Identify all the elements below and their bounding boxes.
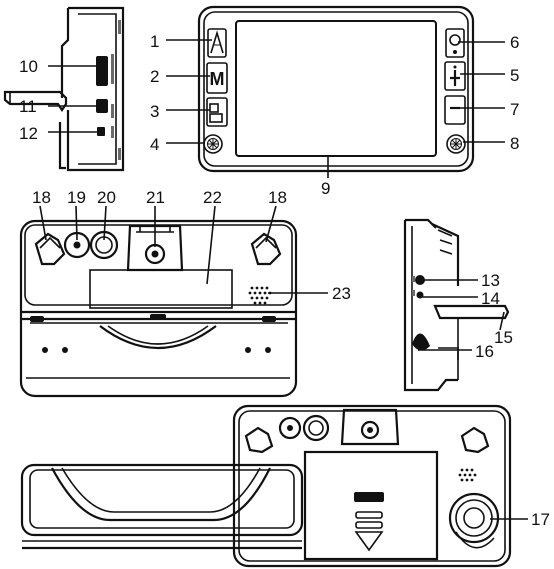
left-side-view bbox=[3, 6, 125, 172]
button-plus bbox=[444, 61, 466, 91]
battery-cover bbox=[89, 269, 233, 309]
back-view bbox=[19, 219, 298, 398]
svg-text:M: M bbox=[210, 69, 225, 89]
rotating-stand bbox=[448, 492, 500, 549]
callout-21: 21 bbox=[146, 188, 165, 207]
button-mode: M bbox=[206, 62, 228, 94]
callout-14: 14 bbox=[481, 289, 500, 308]
callout-4: 4 bbox=[150, 135, 159, 154]
callout-16: 16 bbox=[475, 342, 494, 361]
rear-speaker bbox=[248, 286, 272, 305]
stand-foot-left bbox=[34, 232, 66, 266]
callout-9: 9 bbox=[321, 179, 330, 198]
callout-13: 13 bbox=[481, 271, 500, 290]
stand-foot-top-right bbox=[460, 426, 490, 454]
speaker-grille-left bbox=[203, 134, 223, 154]
callout-12: 12 bbox=[19, 124, 38, 143]
display-screen bbox=[235, 20, 437, 157]
battery-cover-open bbox=[303, 450, 439, 561]
stand-folded-view bbox=[20, 463, 304, 550]
speaker-grille-right bbox=[446, 134, 466, 154]
callout-11: 11 bbox=[19, 97, 37, 116]
callout-10: 10 bbox=[19, 57, 38, 76]
right-side-view bbox=[403, 218, 510, 392]
leader-lines bbox=[39, 39, 528, 520]
button-minus bbox=[444, 95, 466, 125]
callout-15: 15 bbox=[494, 328, 513, 347]
button-light bbox=[445, 28, 465, 58]
callout-2: 2 bbox=[150, 67, 159, 86]
callout-3: 3 bbox=[150, 102, 159, 121]
callout-7: 7 bbox=[510, 100, 519, 119]
folding-stand bbox=[22, 310, 296, 379]
callout-20: 20 bbox=[97, 188, 116, 207]
callout-8: 8 bbox=[510, 134, 519, 153]
callout-19: 19 bbox=[67, 188, 86, 207]
callout-22: 22 bbox=[203, 188, 222, 207]
button-capture bbox=[206, 97, 228, 127]
callout-17: 17 bbox=[531, 510, 550, 529]
callout-23: 23 bbox=[332, 284, 351, 303]
callout-5: 5 bbox=[510, 66, 519, 85]
back-view-open bbox=[232, 404, 512, 568]
stand-foot-top-left bbox=[244, 426, 274, 454]
callout-labels: 1 2 3 4 5 6 7 8 9 10 11 12 13 14 15 16 1… bbox=[19, 32, 550, 529]
callout-18-right: 18 bbox=[268, 188, 287, 207]
stand-foot-right bbox=[250, 232, 282, 266]
front-view: M bbox=[197, 5, 475, 173]
button-magnify bbox=[207, 28, 227, 58]
callout-6: 6 bbox=[510, 33, 519, 52]
callout-1: 1 bbox=[150, 32, 159, 51]
callout-18-left: 18 bbox=[32, 188, 51, 207]
